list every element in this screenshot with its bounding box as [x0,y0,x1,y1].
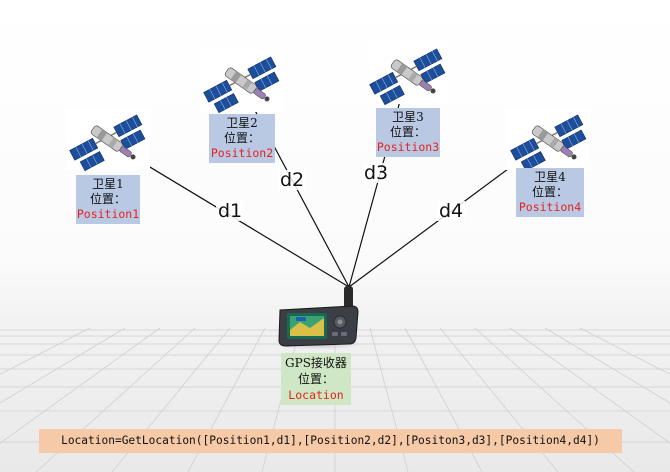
satellite-2-icon [200,50,284,114]
gps-receiver-icon [274,286,362,350]
satellite-4-position: Position4 [518,200,582,214]
satellite-2-label: 卫星2 位置： Position2 [209,114,275,163]
satellite-3-name: 卫星3 [392,110,424,124]
distance-label-d2: d2 [278,169,307,191]
distance-label-d4: d4 [437,200,466,222]
satellite-1-label: 卫星1 位置： Position1 [76,175,140,224]
receiver-position: Location [288,388,344,402]
satellite-1-name: 卫星1 [92,177,124,191]
satellite-1-pos-label: 位置： [89,192,126,206]
satellite-3-pos-label: 位置： [389,125,426,139]
satellite-3-icon [366,42,450,106]
satellite-4-icon [506,108,590,172]
satellite-1-icon [66,108,150,172]
satellite-2-position: Position2 [210,146,274,160]
satellite-2-pos-label: 位置： [223,131,260,145]
receiver-name: GPS接收器 [285,356,347,370]
satellite-3-label: 卫星3 位置： Position3 [376,108,440,157]
distance-label-d3: d3 [362,162,391,184]
distance-lines [104,71,548,288]
distance-label-d1: d1 [216,200,245,222]
location-formula: Location=GetLocation([Position1,d1],[Pos… [39,429,622,453]
satellite-4-pos-label: 位置： [531,185,568,199]
satellite-1-position: Position1 [76,207,140,221]
satellite-3-position: Position3 [376,140,440,154]
receiver-pos-label: 位置： [297,372,334,386]
satellite-2-name: 卫星2 [226,116,258,130]
satellite-4-name: 卫星4 [534,170,566,184]
satellite-4-label: 卫星4 位置： Position4 [516,168,584,217]
receiver-label: GPS接收器 位置： Location [281,353,351,405]
